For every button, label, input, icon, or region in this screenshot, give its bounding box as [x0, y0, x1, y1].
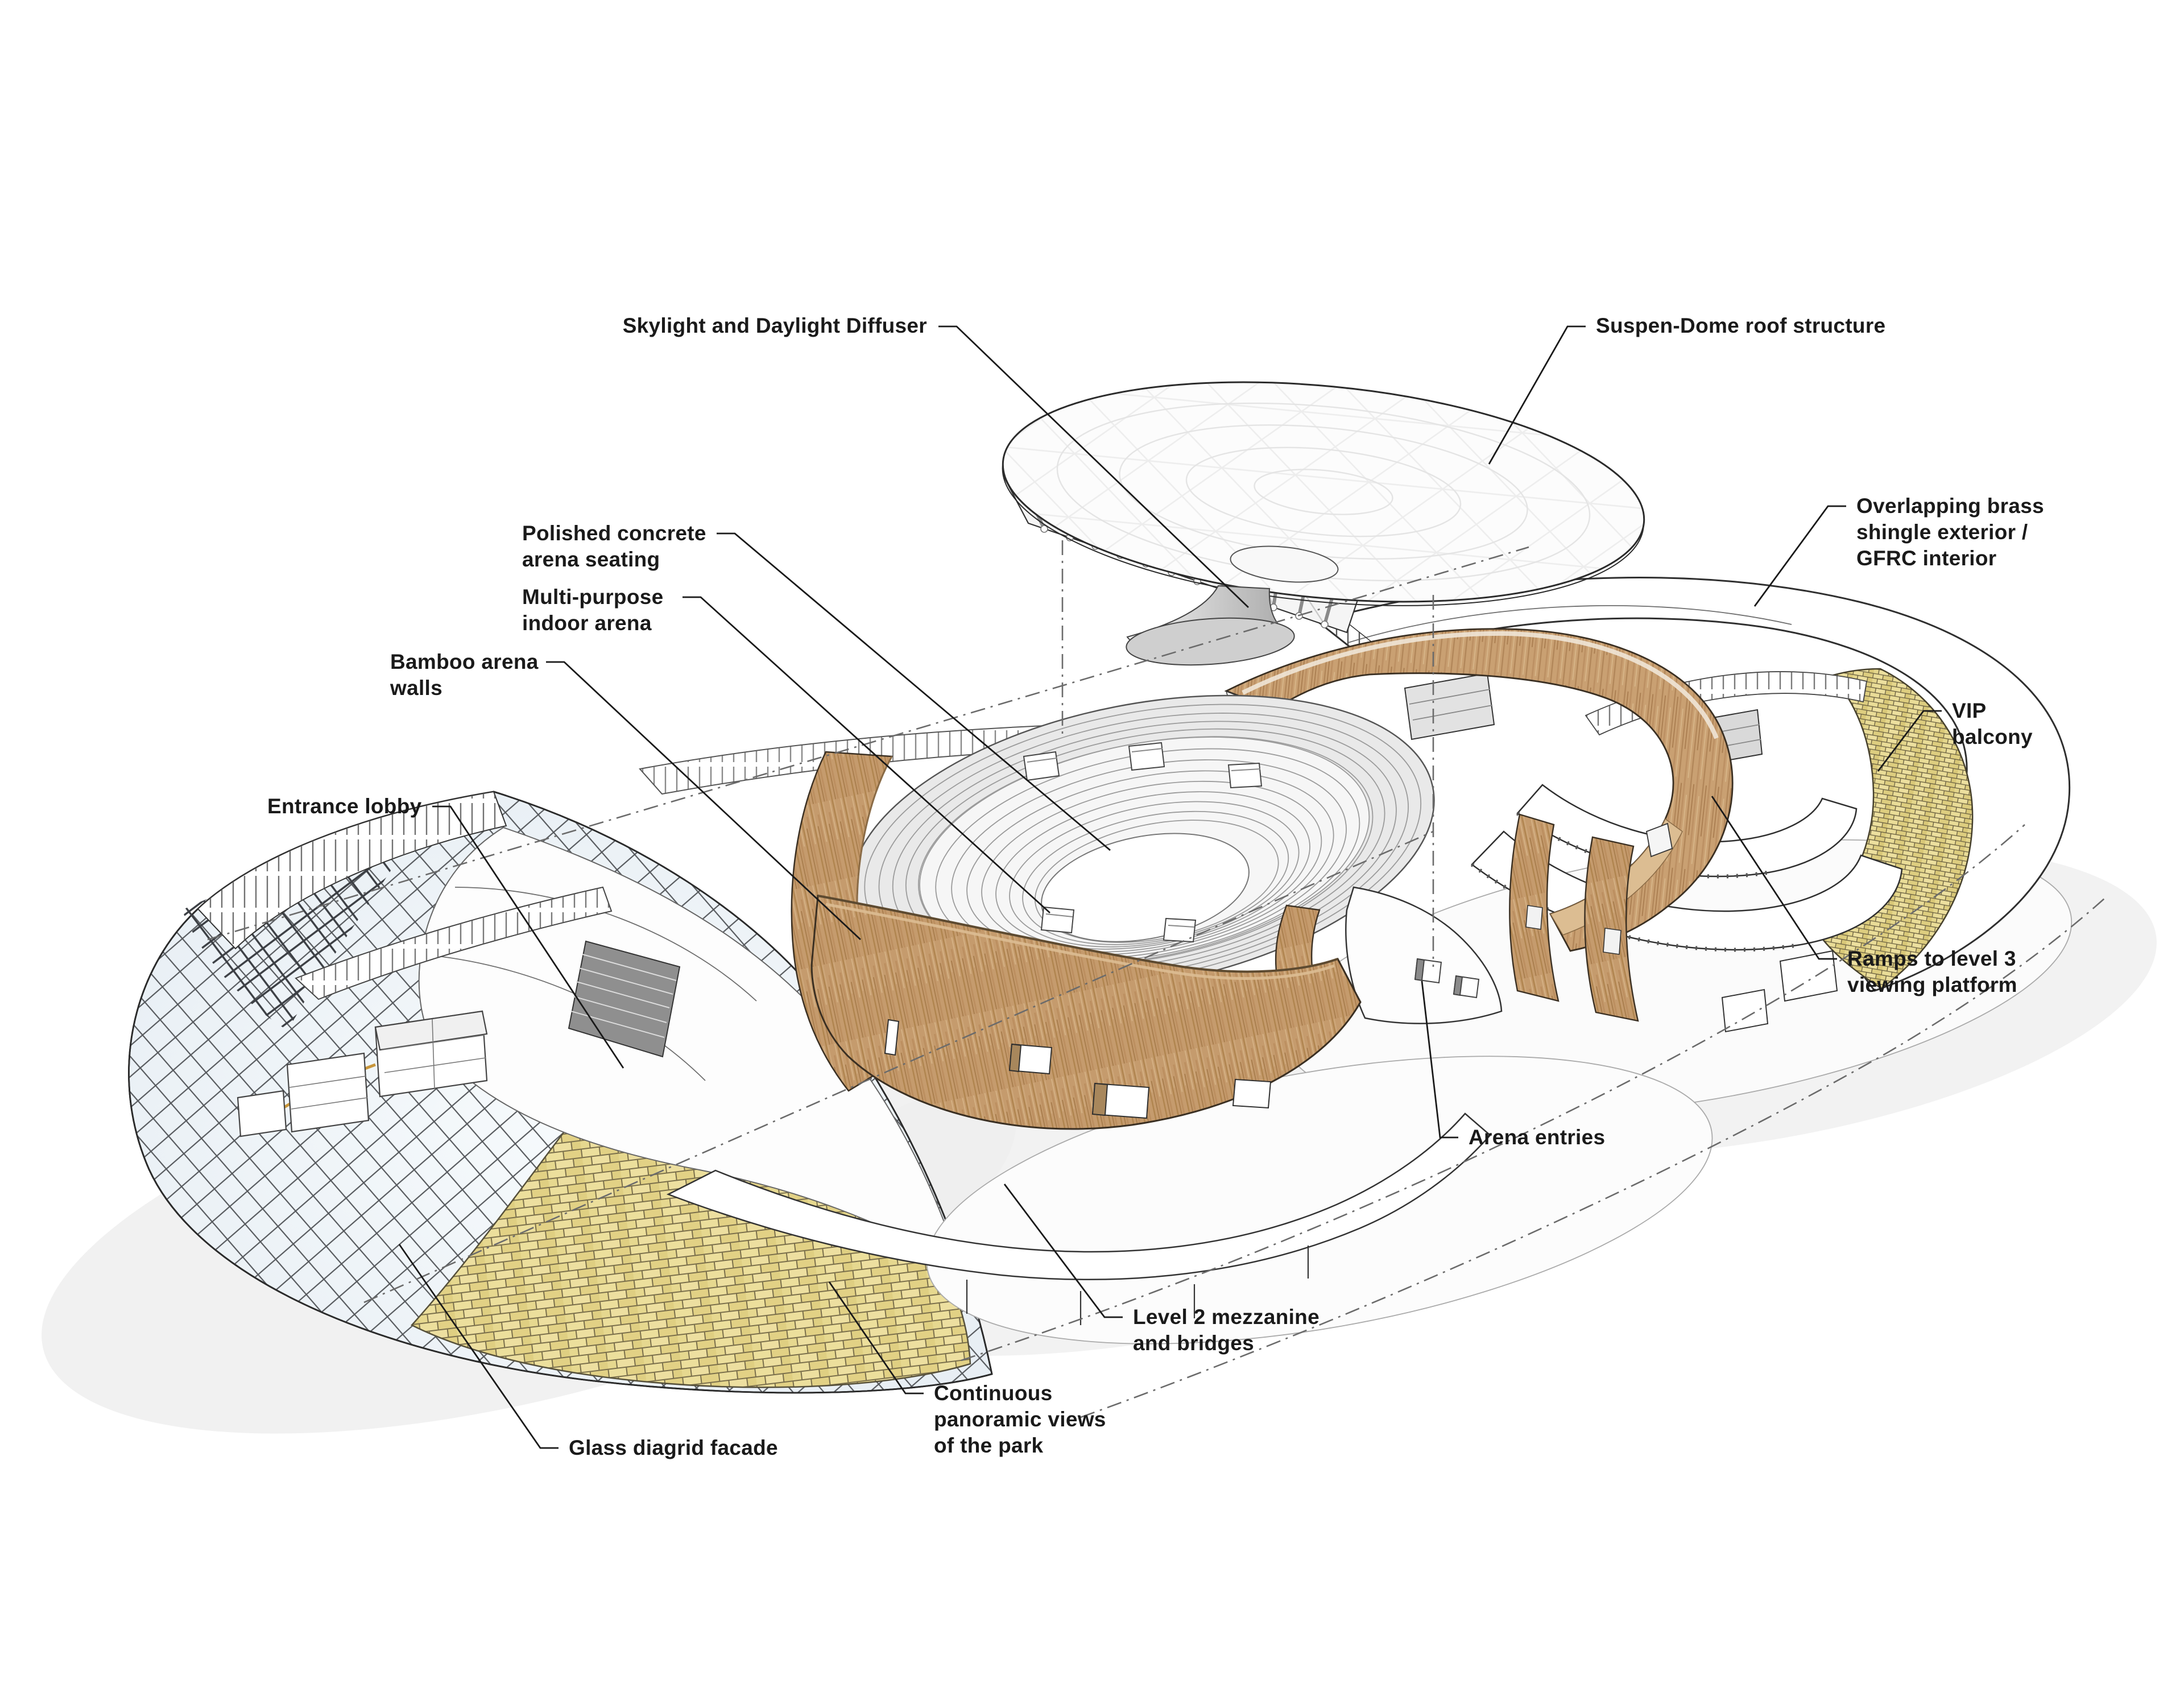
leader-brassshingle: [1753, 505, 1846, 607]
leader-entrance: [432, 805, 624, 1069]
label-entries: Arena entries: [1469, 1126, 1605, 1149]
lobby-floor-edge: [454, 887, 757, 1002]
bamboo-wall-back: [1224, 628, 1734, 952]
leader-polished: [717, 532, 1111, 851]
bamboo-wall-back-toprim: [1242, 631, 1719, 739]
viewing-platform-rail-ribs: [1586, 672, 1867, 735]
bamboo-wall-front-highlight: [825, 903, 1335, 980]
leader-lines: [398, 325, 1942, 1449]
gfrc-band-inner-line: [1347, 605, 1792, 643]
dash-lower2: [1080, 898, 2105, 1418]
dash-lower1: [961, 824, 2025, 1362]
lobby-kiosks: [237, 1010, 488, 1137]
bamboo-back-door: [1645, 822, 1673, 858]
bamboo-front-doors: [884, 1019, 1272, 1119]
label-glassdiagrid: Glass diagrid facade: [569, 1436, 778, 1459]
vomitories: [1023, 742, 1263, 943]
dash-mid: [363, 830, 1434, 1304]
shell-rim-band-ribs: [198, 792, 506, 949]
arena-entry-doors: [1414, 958, 1480, 999]
label-skylight: Skylight and Daylight Diffuser: [623, 314, 927, 337]
mezzanine-supports: [966, 1246, 1309, 1325]
leader-suspendome: [1488, 325, 1586, 465]
leader-vip: [1877, 710, 1942, 772]
leader-mezzanine: [1003, 1184, 1123, 1318]
label-suspendome: Suspen-Dome roof structure: [1596, 314, 1885, 337]
leader-ramps: [1711, 796, 1837, 960]
leader-skylight: [938, 325, 1249, 609]
skylight-oculus: [1230, 545, 1339, 583]
arena-floor: [1041, 833, 1250, 942]
mezzanine-walkway: [666, 1112, 1491, 1281]
leader-bamboo: [546, 661, 861, 941]
gfrc-white-band: [1315, 577, 2071, 992]
upper-balcony-band-ribs: [296, 887, 611, 999]
leader-glassdiagrid: [398, 1244, 559, 1449]
roof-assembly: [1002, 381, 1645, 666]
dash-upper: [207, 546, 1529, 941]
callout-labels: Skylight and Daylight Diffuser Suspen-Dom…: [267, 314, 2044, 1459]
center-module-arena: [666, 628, 1734, 1344]
label-entrance: Entrance lobby: [267, 795, 422, 818]
leader-entries: [1421, 980, 1458, 1139]
bamboo-wall-front-toprim: [817, 895, 1338, 973]
leader-views: [828, 1281, 924, 1395]
leader-multipurpose: [682, 596, 1050, 914]
petal-windows: [1525, 905, 1622, 955]
projection-dash-lines: [207, 540, 2105, 1418]
suspen-dome-disc: [1002, 381, 1645, 606]
